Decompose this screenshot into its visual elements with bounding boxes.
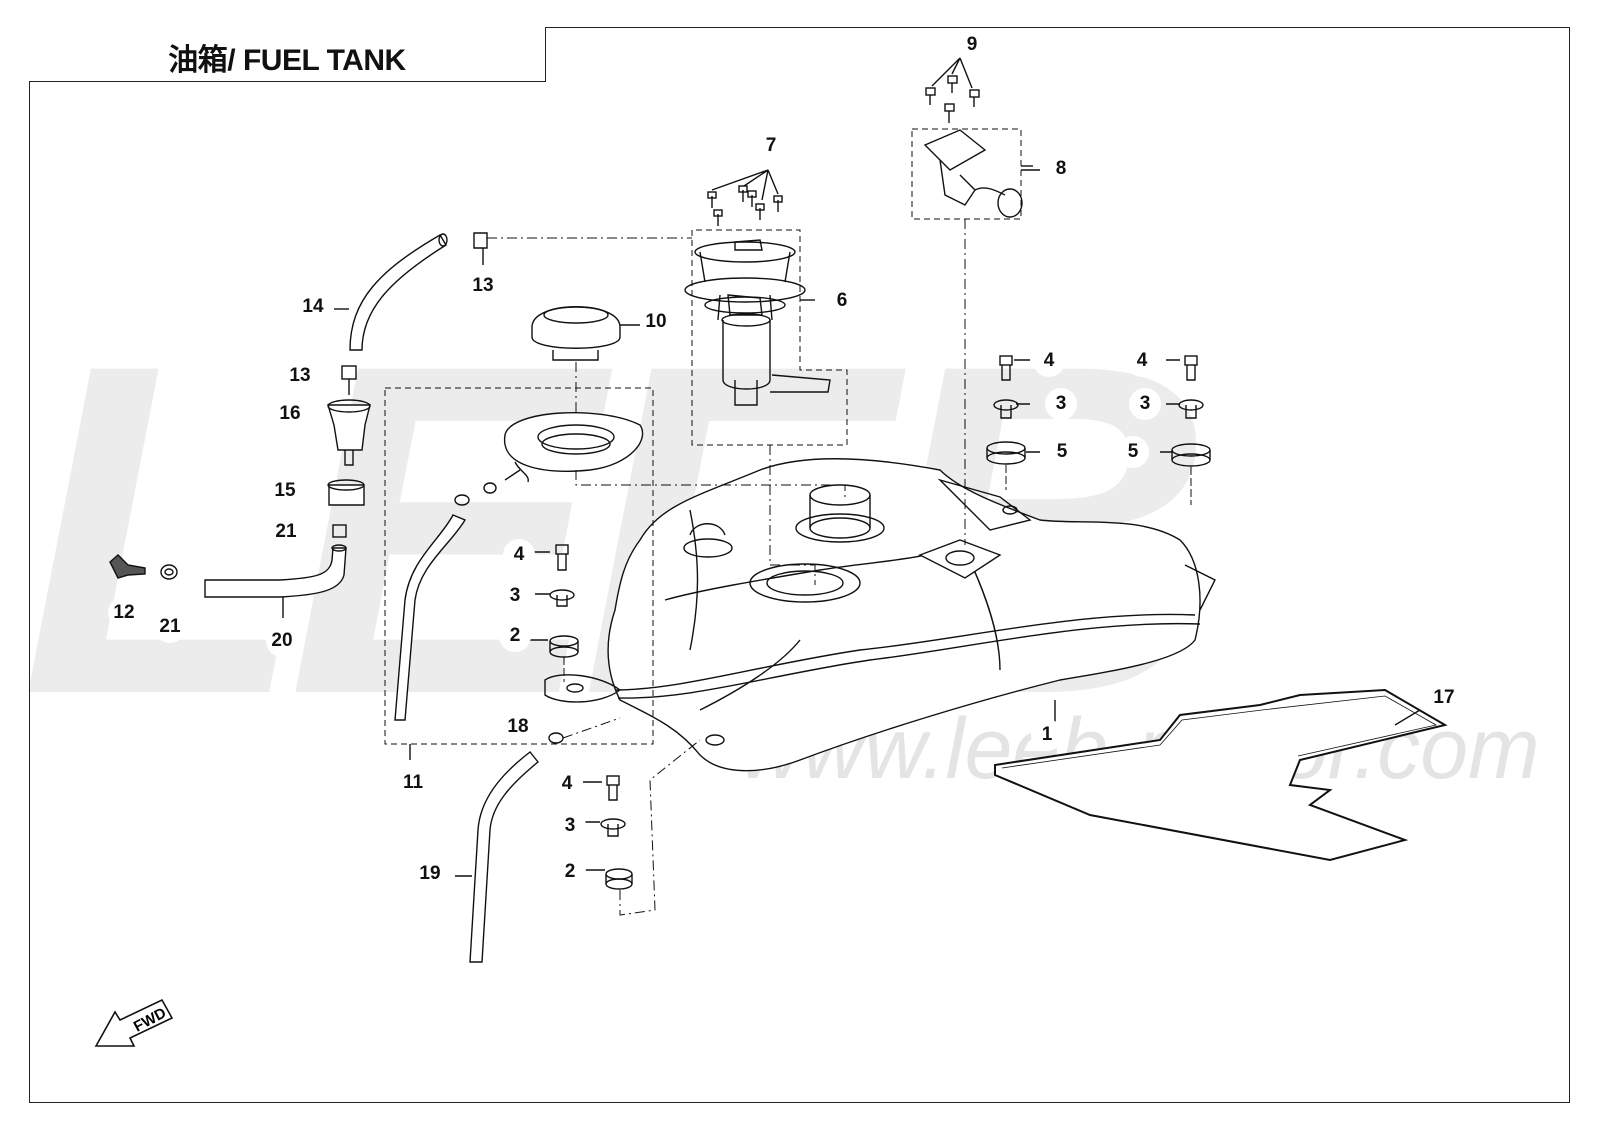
callout-18: 18	[502, 711, 534, 743]
callout-4d: 4	[1126, 345, 1158, 377]
callout-10: 10	[640, 306, 672, 338]
vent-hose-part	[469, 751, 539, 963]
callout-13a: 13	[467, 270, 499, 302]
callout-7: 7	[755, 130, 787, 162]
callout-21b: 21	[270, 516, 302, 548]
callout-19: 19	[414, 858, 446, 890]
callout-14: 14	[297, 291, 329, 323]
tank-pad-part	[994, 688, 1448, 862]
fuel-filter-part	[327, 399, 371, 466]
callout-6: 6	[826, 285, 858, 317]
callout-4b: 4	[551, 768, 583, 800]
callout-3d: 3	[1129, 388, 1161, 420]
callout-16: 16	[274, 398, 306, 430]
callout-3a: 3	[499, 580, 531, 612]
callout-21a: 21	[154, 611, 186, 643]
callout-1: 1	[1031, 719, 1063, 751]
drain-hose-part	[394, 514, 467, 721]
callout-2b: 2	[554, 856, 586, 888]
callout-5b: 5	[1117, 436, 1149, 468]
fuel-cap-part	[531, 306, 640, 361]
fwd-arrow-icon	[94, 998, 174, 1047]
sender-screws-part	[925, 57, 980, 123]
pump-screws-part	[707, 169, 783, 226]
hose-14-part	[349, 234, 447, 351]
callout-2a: 2	[499, 620, 531, 652]
callout-3b: 3	[554, 810, 586, 842]
mount-hardware-left-b	[580, 739, 701, 916]
callout-5a: 5	[1046, 436, 1078, 468]
callout-20: 20	[266, 625, 298, 657]
sleeve-part	[327, 479, 365, 506]
callout-3c: 3	[1045, 388, 1077, 420]
mount-hardware-left-a	[530, 544, 579, 682]
title-box: 油箱/ FUEL TANK	[29, 27, 546, 82]
hose-20-part	[204, 547, 347, 598]
diagram-frame	[29, 27, 1570, 1103]
callout-4c: 4	[1033, 345, 1065, 377]
callout-8: 8	[1045, 153, 1077, 185]
callout-9: 9	[956, 29, 988, 61]
callout-15: 15	[269, 475, 301, 507]
callout-17: 17	[1428, 682, 1460, 714]
mount-hardware-right-b	[1160, 355, 1211, 505]
callout-12: 12	[108, 597, 140, 629]
filler-tray-part	[503, 412, 644, 483]
callout-13b: 13	[284, 360, 316, 392]
callout-11: 11	[397, 767, 429, 799]
fuel-sender-part	[923, 129, 1033, 218]
fuel-tank-part	[544, 458, 1216, 772]
mount-hardware-right-a	[986, 355, 1040, 490]
page-title: 油箱/ FUEL TANK	[168, 44, 406, 77]
callout-4a: 4	[503, 539, 535, 571]
fuel-pump-part	[684, 239, 831, 406]
